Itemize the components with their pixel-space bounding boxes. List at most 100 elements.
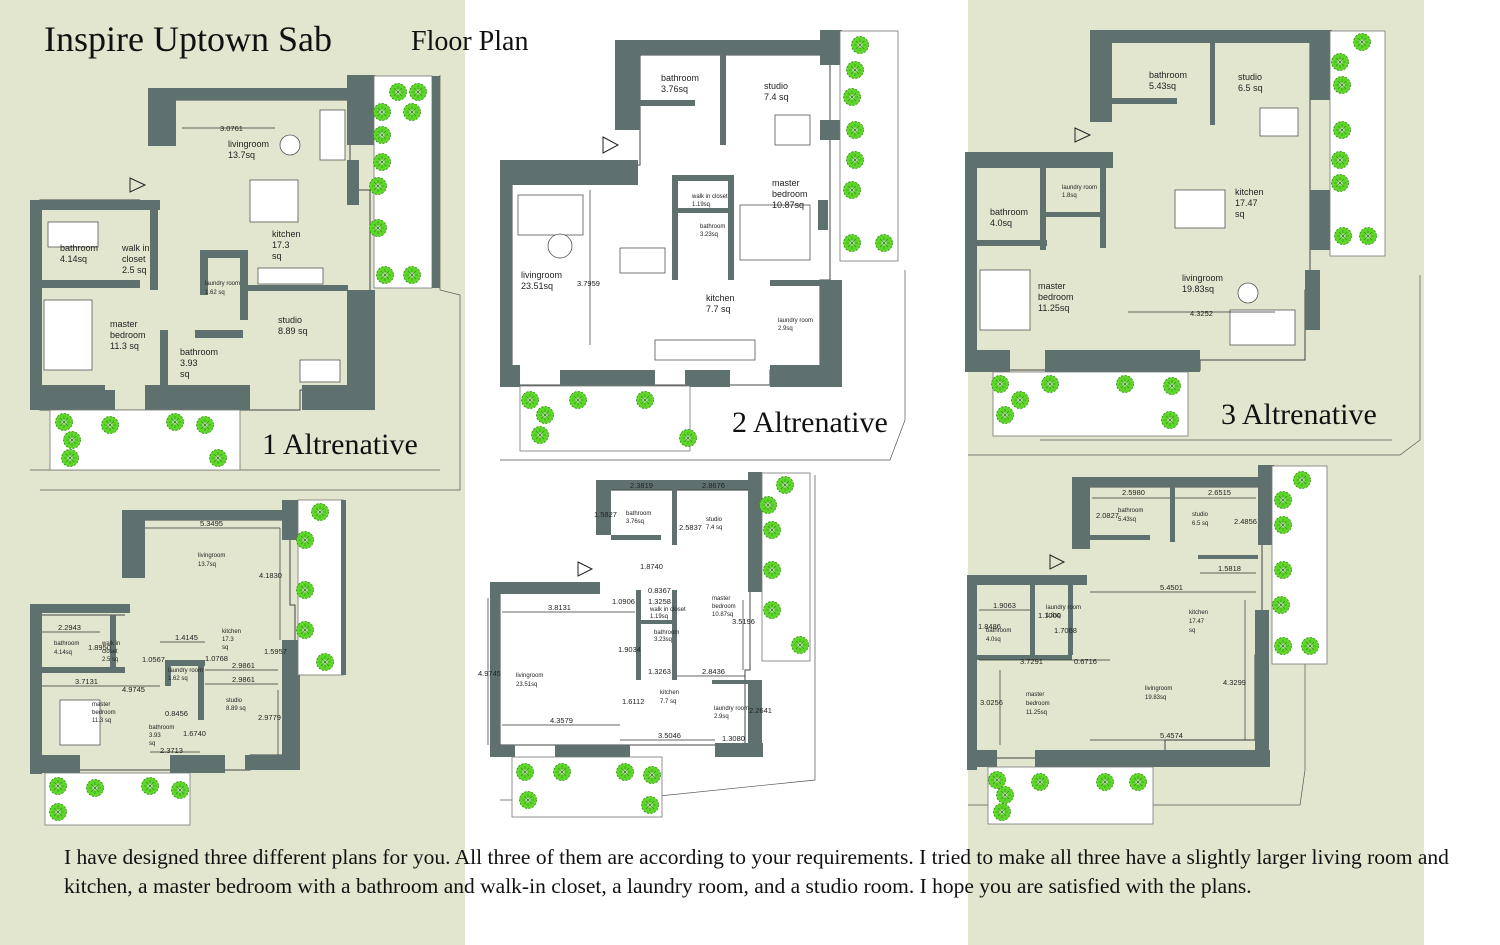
plant-icon bbox=[536, 406, 554, 424]
alt1-room-area: 8.89 sq bbox=[278, 326, 308, 336]
alt2-dimension: 3.8131 bbox=[548, 603, 571, 612]
plant-icon bbox=[373, 126, 391, 144]
plant-icon bbox=[376, 266, 394, 284]
description-text: I have designed three different plans fo… bbox=[64, 845, 1449, 898]
alt2-room-area: 1.19sq bbox=[650, 614, 668, 620]
plant-icon bbox=[763, 521, 781, 539]
alt1-room-area: sq bbox=[149, 741, 155, 747]
alt1-room-area: 13.7sq bbox=[198, 562, 216, 568]
plant-icon bbox=[843, 181, 861, 199]
alt1-room-area: 3.93 bbox=[180, 358, 198, 368]
alt3-dimension: 3.0256 bbox=[980, 698, 1003, 707]
alt3-room-area: 1.8sq bbox=[1046, 613, 1061, 619]
plant-icon bbox=[1333, 76, 1351, 94]
plant-icon bbox=[553, 763, 571, 781]
alt3-room-label: laundry room bbox=[1046, 605, 1081, 611]
plant-icon bbox=[1334, 227, 1352, 245]
alt2-room-area: 2.9sq bbox=[778, 326, 793, 332]
plant-icon bbox=[996, 786, 1014, 804]
alternative-3-label: 3 Altrenative bbox=[1221, 398, 1377, 431]
plant-icon bbox=[846, 61, 864, 79]
alt2-room-area: 7.7 sq bbox=[660, 699, 676, 705]
alt3-room-label: livingroom bbox=[1182, 273, 1223, 283]
plant-icon bbox=[1272, 596, 1290, 614]
plant-icon bbox=[1331, 53, 1349, 71]
alt1-dimension: 2.3713 bbox=[160, 746, 183, 755]
alt3-room-label: bathroom bbox=[1118, 508, 1143, 514]
alt3-room-label: bathroom bbox=[1149, 70, 1187, 80]
plant-icon bbox=[519, 791, 537, 809]
alt2-dimension: 4.9745 bbox=[478, 669, 501, 678]
alt3-room-area: 19.83sq bbox=[1145, 695, 1166, 701]
alt3-room-area: 1.8sq bbox=[1062, 193, 1077, 199]
alt3-room-area: 6.5 sq bbox=[1192, 521, 1208, 527]
alt1-dimension: 1.8950 bbox=[88, 643, 111, 652]
alt1-room-area: 4.14sq bbox=[54, 650, 72, 656]
alt1-dimension: 1.5957 bbox=[264, 647, 287, 656]
alt3-dimension: 1.8486 bbox=[978, 622, 1001, 631]
plant-icon bbox=[521, 391, 539, 409]
alt3-dimension: 2.6515 bbox=[1208, 488, 1231, 497]
alt2-room-label: studio bbox=[764, 81, 788, 91]
plant-icon bbox=[373, 153, 391, 171]
alt3-room-label: kitchen bbox=[1189, 610, 1208, 616]
plant-icon bbox=[409, 83, 427, 101]
plant-icon bbox=[55, 413, 73, 431]
plant-icon bbox=[1163, 377, 1181, 395]
alt3-room-area: 5.43sq bbox=[1118, 517, 1136, 523]
plant-icon bbox=[616, 763, 634, 781]
alt1-dimension: 1.0567 bbox=[142, 655, 165, 664]
plant-icon bbox=[846, 121, 864, 139]
alt2-room-label: studio bbox=[706, 517, 723, 523]
alt1-room-area: sq bbox=[272, 251, 282, 261]
alt1-room-label: master bbox=[92, 702, 110, 708]
plant-icon bbox=[875, 234, 893, 252]
plant-icon bbox=[61, 449, 79, 467]
plant-icon bbox=[791, 636, 809, 654]
alt2-room-label: master bbox=[712, 596, 730, 602]
alt1-room-area: 2.5 sq bbox=[122, 265, 147, 275]
plant-icon bbox=[403, 103, 421, 121]
plant-icon bbox=[166, 413, 184, 431]
plant-icon bbox=[171, 781, 189, 799]
plant-icon bbox=[1333, 121, 1351, 139]
alt3-bottom-plan: 2.5980 2.6515 2.0827 2.4856 1.5818 5.450… bbox=[967, 465, 1328, 825]
alt2-room-area: 2.9sq bbox=[714, 714, 729, 720]
alt1-room-area: 8.89 sq bbox=[226, 706, 246, 712]
alt2-dimension: 0.8367 bbox=[648, 586, 671, 595]
alt1-room-label: livingroom bbox=[228, 139, 269, 149]
plant-icon bbox=[843, 88, 861, 106]
alt1-room-label: kitchen bbox=[222, 629, 241, 635]
plant-icon bbox=[516, 763, 534, 781]
alt2-room-area: 7.7 sq bbox=[706, 304, 731, 314]
page-title: Inspire Uptown Sab bbox=[44, 19, 332, 59]
alt1-dimension: 3.7131 bbox=[75, 677, 98, 686]
alt1-room-label: bathroom bbox=[60, 243, 98, 253]
alt2-dimension: 3.5196 bbox=[732, 617, 755, 626]
plant-icon bbox=[1274, 491, 1292, 509]
alt1-room-label: master bbox=[110, 319, 138, 329]
alt1-dimension: 1.0768 bbox=[205, 654, 228, 663]
alt2-dimension: 1.6112 bbox=[622, 697, 644, 706]
alt2-room-area: 23.51sq bbox=[516, 682, 537, 688]
plant-icon bbox=[1331, 151, 1349, 169]
alt2-room-area: 3.23sq bbox=[700, 232, 718, 238]
alt3-room-label: bedroom bbox=[1038, 292, 1074, 302]
plant-icon bbox=[1041, 375, 1059, 393]
alt1-dimension: 5.3495 bbox=[200, 519, 223, 528]
alt3-room-area: 19.83sq bbox=[1182, 284, 1214, 294]
alt3-room-label: bedroom bbox=[1026, 701, 1050, 707]
alt2-dimension: 1.3263 bbox=[648, 667, 671, 676]
alt3-room-label: bathroom bbox=[986, 628, 1011, 634]
alt1-room-area: 11.3 sq bbox=[92, 718, 111, 724]
alt3-room-label: master bbox=[1026, 692, 1044, 698]
alt3-room-area: 11.25sq bbox=[1038, 303, 1069, 313]
alt3-room-area: 17.47 bbox=[1189, 619, 1205, 625]
alt2-room-label: master bbox=[772, 178, 800, 188]
alt2-room-area: 23.51sq bbox=[521, 281, 553, 291]
alt3-room-area: sq bbox=[1235, 209, 1245, 219]
alt1-room-area: sq bbox=[180, 369, 190, 379]
alt2-dimension: 3.7959 bbox=[577, 279, 600, 288]
alt2-room-area: 3.76sq bbox=[661, 84, 688, 94]
